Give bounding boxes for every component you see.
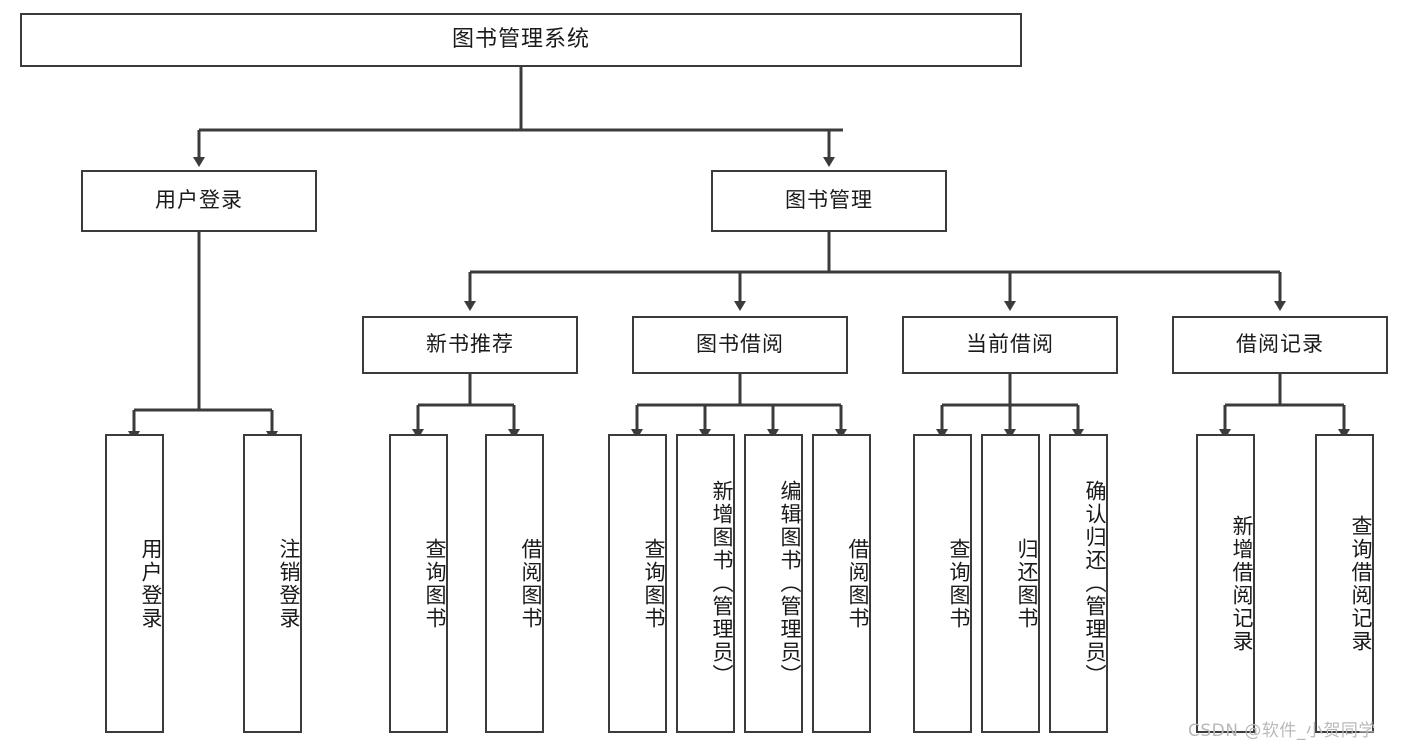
node-leaf-add-record-label: 新增借阅记录 xyxy=(1230,514,1254,653)
node-book-manage-label: 图书管理 xyxy=(785,188,873,213)
node-new-book-rec-label: 新书推荐 xyxy=(426,332,514,357)
node-leaf-query-book-2[interactable]: 查询图书 xyxy=(608,434,667,733)
node-root-label: 图书管理系统 xyxy=(451,26,590,52)
node-leaf-return-book[interactable]: 归还图书 xyxy=(981,434,1040,733)
node-current-borrow[interactable]: 当前借阅 xyxy=(902,316,1118,374)
node-leaf-edit-book[interactable]: 编辑图书（管理员） xyxy=(744,434,803,733)
node-leaf-query-book-3-label: 查询图书 xyxy=(947,537,971,630)
node-book-borrow-label: 图书借阅 xyxy=(696,332,784,357)
node-leaf-logout-label: 注销登录 xyxy=(277,537,301,630)
node-leaf-borrow-book-2[interactable]: 借阅图书 xyxy=(812,434,871,733)
node-leaf-add-record[interactable]: 新增借阅记录 xyxy=(1196,434,1255,733)
node-leaf-logout[interactable]: 注销登录 xyxy=(243,434,302,733)
node-leaf-query-book-1[interactable]: 查询图书 xyxy=(389,434,448,733)
node-leaf-query-book-1-label: 查询图书 xyxy=(423,537,447,630)
node-leaf-query-record-label: 查询借阅记录 xyxy=(1349,514,1373,653)
node-borrow-record-label: 借阅记录 xyxy=(1236,332,1324,357)
node-leaf-user-login[interactable]: 用户登录 xyxy=(105,434,164,733)
node-leaf-borrow-book-1[interactable]: 借阅图书 xyxy=(485,434,544,733)
node-leaf-borrow-book-2-label: 借阅图书 xyxy=(846,537,870,630)
node-book-borrow[interactable]: 图书借阅 xyxy=(632,316,848,374)
node-borrow-record[interactable]: 借阅记录 xyxy=(1172,316,1388,374)
node-leaf-add-book[interactable]: 新增图书（管理员） xyxy=(676,434,735,733)
node-book-manage[interactable]: 图书管理 xyxy=(711,170,947,232)
node-leaf-add-book-label: 新增图书（管理员） xyxy=(710,480,734,687)
node-leaf-query-book-3[interactable]: 查询图书 xyxy=(913,434,972,733)
node-new-book-rec[interactable]: 新书推荐 xyxy=(362,316,578,374)
node-leaf-user-login-label: 用户登录 xyxy=(139,537,163,630)
node-current-borrow-label: 当前借阅 xyxy=(966,332,1054,357)
node-leaf-query-book-2-label: 查询图书 xyxy=(642,537,666,630)
node-leaf-return-book-label: 归还图书 xyxy=(1015,537,1039,630)
node-leaf-edit-book-label: 编辑图书（管理员） xyxy=(778,480,802,687)
node-leaf-confirm-return-label: 确认归还（管理员） xyxy=(1083,480,1107,687)
node-leaf-query-record[interactable]: 查询借阅记录 xyxy=(1315,434,1374,733)
watermark: CSDN @软件_小贺同学 xyxy=(1188,721,1376,741)
node-leaf-borrow-book-1-label: 借阅图书 xyxy=(519,537,543,630)
node-root[interactable]: 图书管理系统 xyxy=(20,13,1022,67)
node-user-login-label: 用户登录 xyxy=(155,188,243,213)
node-user-login[interactable]: 用户登录 xyxy=(81,170,317,232)
node-leaf-confirm-return[interactable]: 确认归还（管理员） xyxy=(1049,434,1108,733)
